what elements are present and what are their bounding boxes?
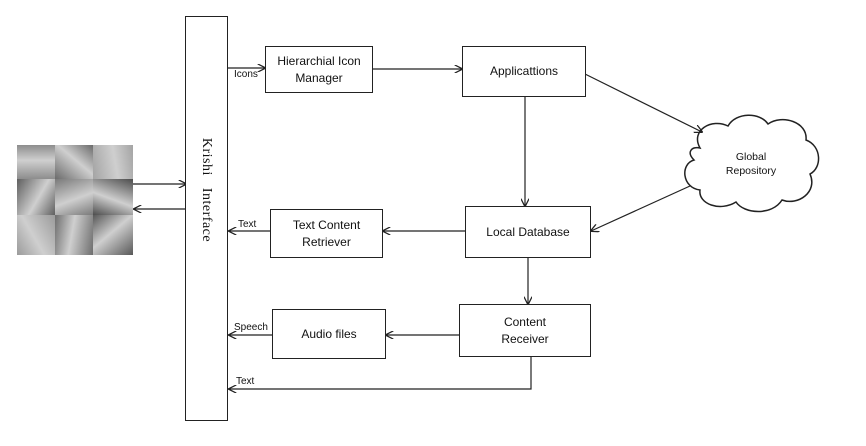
local-database-box: Local Database [465, 206, 591, 258]
edge-label-text-top: Text [238, 219, 257, 230]
edge-content-receiver-to-interface-text [229, 357, 532, 389]
krishi-interface-label: Krishi Interface [199, 137, 214, 243]
applications-box: Applicattions [462, 46, 586, 97]
photo-tile [55, 215, 93, 255]
photo-tile [17, 179, 55, 215]
edge-global-repository-to-local-database [591, 185, 691, 231]
photo-tile [17, 145, 55, 179]
edge-label-speech: Speech [234, 322, 268, 333]
photo-tile [93, 145, 133, 179]
photo-tile [93, 215, 133, 255]
photo-tile [17, 215, 55, 255]
krishi-interface-bar [185, 16, 228, 421]
edge-label-icons: Icons [234, 69, 258, 80]
photo-tile [55, 179, 93, 215]
photo-tile [93, 179, 133, 215]
content-receiver-box: Content Receiver [459, 304, 591, 357]
edge-label-text-bottom: Text [236, 376, 255, 387]
farming-photo-collage [17, 145, 133, 255]
text-content-retriever-box: Text Content Retriever [270, 209, 383, 258]
global-repository-cloud [684, 114, 820, 213]
edge-applications-to-global-repository [584, 73, 702, 132]
global-repository-label: Global Repository [725, 151, 777, 178]
hierarchial-icon-manager-box: Hierarchial Icon Manager [265, 46, 373, 93]
photo-tile [55, 145, 93, 179]
audio-files-box: Audio files [272, 309, 386, 359]
